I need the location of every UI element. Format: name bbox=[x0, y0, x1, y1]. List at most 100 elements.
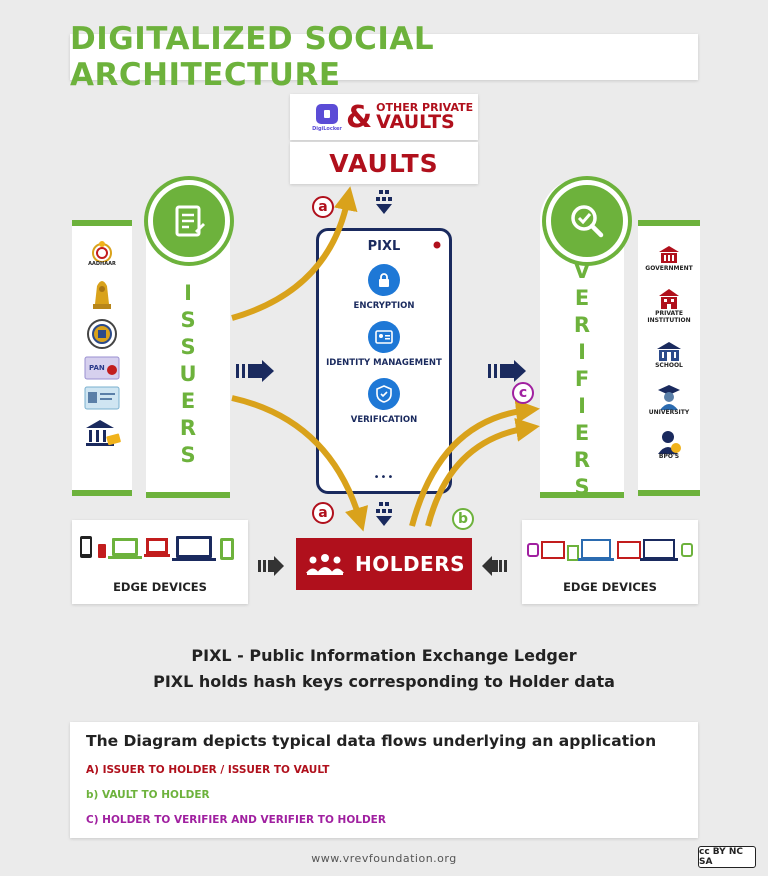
bank-icon bbox=[86, 419, 121, 446]
flow-holder-to-verifier-c1 bbox=[409, 399, 540, 527]
verifiers-letter: V bbox=[573, 259, 591, 283]
pixl-feature-verification: VERIFICATION bbox=[319, 378, 449, 425]
flow-badge-a-top: a bbox=[312, 196, 334, 218]
bpo-icon bbox=[658, 431, 681, 455]
edge-devices-label: EDGE DEVICES bbox=[113, 580, 207, 594]
verifiers-letter: I bbox=[578, 340, 586, 364]
verifiers-letter: I bbox=[578, 394, 586, 418]
license-badge: cc BY NC SA bbox=[698, 846, 756, 868]
flow-badge-b: b bbox=[452, 508, 474, 530]
group-icon bbox=[305, 554, 344, 575]
state-emblem-icon bbox=[93, 280, 111, 309]
private-institution-icon bbox=[659, 288, 679, 309]
issuer-logos-column: AADHAAR PAN bbox=[72, 220, 132, 496]
legend-title: The Diagram depicts typical data flows u… bbox=[86, 732, 657, 750]
shield-check-icon bbox=[368, 378, 400, 410]
edge-devices-label: EDGE DEVICES bbox=[563, 580, 657, 594]
aadhaar-icon bbox=[92, 241, 112, 262]
verifier-government: GOVERNMENT bbox=[645, 244, 693, 273]
vault-to-pixl-arrow bbox=[376, 190, 392, 214]
verifier-label: UNIVERSITY bbox=[648, 408, 690, 416]
verifiers-column: V E R I F I E R S bbox=[540, 218, 624, 501]
issuers-letter: S bbox=[180, 335, 196, 359]
holders-label: HOLDERS bbox=[354, 552, 466, 576]
other-private-line1: OTHER PRIVATE bbox=[376, 101, 474, 114]
data-flow-legend: The Diagram depicts typical data flows u… bbox=[70, 722, 698, 838]
pixl-ledger-device: PIXL ENCRYPTION IDENTITY MANAGEMENT VERI… bbox=[316, 228, 452, 494]
caption-line2: PIXL holds hash keys corresponding to Ho… bbox=[153, 672, 615, 691]
caption-line1: PIXL - Public Information Exchange Ledge… bbox=[191, 646, 577, 665]
flow-issuer-to-vault bbox=[231, 186, 358, 321]
legend-flow-a: A) ISSUER TO HOLDER / ISSUER TO VAULT bbox=[86, 764, 330, 776]
footer-url: www.vrevfoundation.org bbox=[311, 852, 457, 865]
vaults-box: VAULTS bbox=[290, 142, 478, 184]
issuers-letter: S bbox=[180, 308, 196, 332]
digilocker-logo: DigiLocker bbox=[312, 102, 342, 132]
pixl-to-holders-arrow bbox=[376, 502, 392, 526]
id-card-logo bbox=[72, 386, 132, 410]
flow-badge-a-bottom: a bbox=[312, 502, 334, 524]
verifier-label: SCHOOL bbox=[655, 361, 683, 369]
flow-issuer-to-holder bbox=[231, 395, 369, 532]
edge-left-to-holders-arrow bbox=[258, 556, 284, 576]
university-seal-logo bbox=[72, 318, 132, 350]
pan-card-icon: PAN bbox=[84, 356, 120, 380]
notification-icon bbox=[433, 241, 441, 249]
holders-box: HOLDERS bbox=[296, 538, 472, 590]
lock-icon bbox=[368, 264, 400, 296]
verifier-label: BPO'S bbox=[658, 453, 680, 461]
issuers-letter: E bbox=[180, 389, 196, 413]
pixl-title: PIXL bbox=[367, 239, 401, 254]
legend-flow-b: b) VAULT TO HOLDER bbox=[86, 789, 210, 801]
devices-icon bbox=[527, 539, 693, 561]
pixl-feature-label: IDENTITY MANAGEMENT bbox=[326, 358, 442, 368]
pixl-feature-label: VERIFICATION bbox=[350, 415, 418, 425]
flow-holder-to-verifier-c2 bbox=[425, 417, 540, 527]
pixl-feature-identity: IDENTITY MANAGEMENT bbox=[319, 321, 449, 368]
other-vaults-banner: DigiLocker & OTHER PRIVATE VAULTS bbox=[290, 94, 478, 140]
pixl-feature-encryption: ENCRYPTION bbox=[319, 264, 449, 311]
verifiers-letter: R bbox=[573, 313, 591, 337]
issuers-letter: I bbox=[184, 281, 192, 305]
issuers-label: I S S U E R S bbox=[146, 280, 230, 469]
search-check-icon bbox=[571, 205, 604, 238]
flow-badge-c: c bbox=[512, 382, 534, 404]
government-icon bbox=[659, 246, 679, 263]
verifiers-letter: E bbox=[574, 421, 590, 445]
verifiers-label: V E R I F I E R S bbox=[540, 258, 624, 501]
aadhaar-caption: AADHAAR bbox=[88, 261, 116, 267]
other-private-vaults-label: OTHER PRIVATE VAULTS bbox=[376, 102, 473, 132]
pixl-to-verifiers-arrow bbox=[488, 360, 526, 382]
verifier-university: UNIVERSITY bbox=[649, 382, 689, 417]
issuers-letter: U bbox=[179, 362, 197, 386]
svg-text:PAN: PAN bbox=[89, 364, 105, 372]
verifiers-badge bbox=[546, 180, 628, 262]
aadhaar-logo: AADHAAR bbox=[72, 240, 132, 268]
pixl-feature-label: ENCRYPTION bbox=[353, 301, 415, 311]
verifiers-letter: F bbox=[574, 367, 590, 391]
verifiers-letter: S bbox=[574, 475, 590, 499]
edge-devices-right: EDGE DEVICES bbox=[522, 520, 698, 604]
edge-right-to-holders-arrow bbox=[482, 556, 507, 576]
ampersand: & bbox=[346, 99, 373, 135]
verifier-label: PRIVATE INSTITUTION bbox=[647, 309, 691, 324]
digilocker-icon bbox=[316, 104, 338, 124]
issuers-to-pixl-arrow bbox=[236, 360, 274, 382]
state-emblem-logo bbox=[72, 274, 132, 312]
verifier-icons-column: GOVERNMENT PRIVATE INSTITUTION SCHOOL UN… bbox=[638, 220, 700, 496]
issuers-column: I S S U E R S bbox=[146, 218, 230, 498]
issuers-badge bbox=[148, 180, 230, 262]
university-seal-icon bbox=[87, 318, 117, 349]
id-badge-icon bbox=[368, 321, 400, 353]
edge-devices-left: EDGE DEVICES bbox=[72, 520, 248, 604]
university-icon bbox=[657, 384, 680, 410]
verifiers-letter: R bbox=[573, 448, 591, 472]
pan-card-logo: PAN bbox=[72, 356, 132, 380]
verifier-bpo: BPO'S bbox=[656, 428, 682, 461]
digilocker-label: DigiLocker bbox=[312, 126, 342, 132]
bank-logo bbox=[72, 418, 132, 448]
issuers-letter: R bbox=[179, 416, 197, 440]
verifier-school: SCHOOL bbox=[655, 339, 683, 370]
other-private-line2: VAULTS bbox=[376, 111, 455, 133]
